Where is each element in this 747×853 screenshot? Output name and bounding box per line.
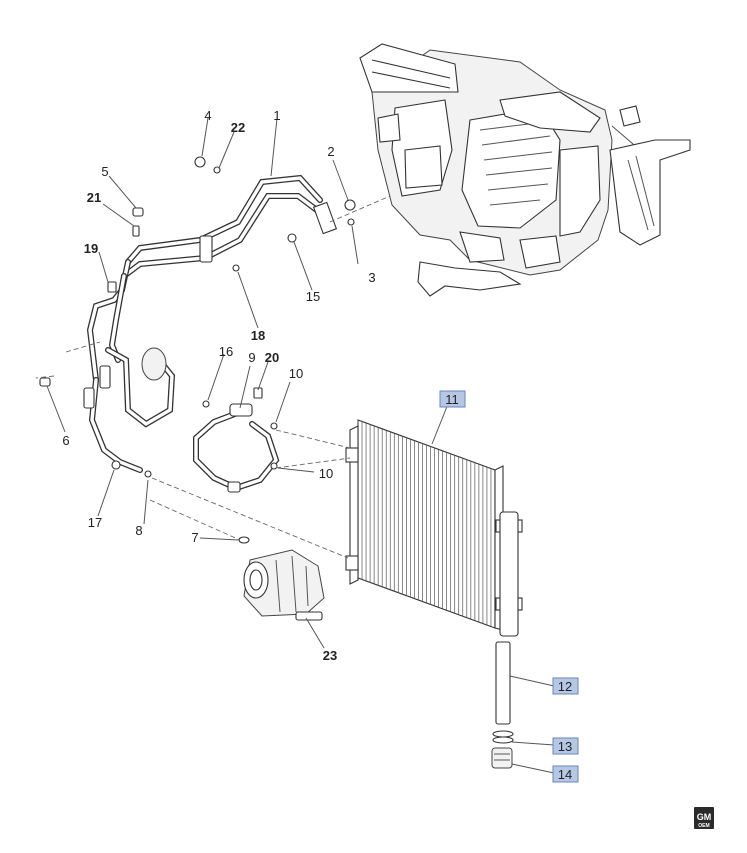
cap-5	[132, 207, 144, 217]
callout-11[interactable]: 11	[445, 392, 459, 407]
callout-labels: 1 2 3 4 5 6 7 8 9 10 10 11 12 13 14 15 1…	[62, 108, 572, 782]
small-parts	[39, 156, 356, 544]
callout-12[interactable]: 12	[558, 679, 572, 694]
callout-17[interactable]: 17	[88, 515, 102, 530]
switch-6	[39, 377, 51, 387]
callout-1[interactable]: 1	[273, 108, 280, 123]
callout-4[interactable]: 4	[204, 108, 211, 123]
callout-10-upper[interactable]: 10	[289, 366, 303, 381]
nut-4	[194, 156, 206, 168]
leader-lines	[46, 117, 555, 774]
alignment-lines	[35, 195, 391, 559]
callout-14[interactable]: 14	[558, 767, 572, 782]
valve-21	[132, 225, 140, 237]
condenser	[345, 419, 523, 637]
callout-3[interactable]: 3	[368, 270, 375, 285]
callout-18[interactable]: 18	[251, 328, 265, 343]
logo-text-top: GM	[697, 812, 712, 822]
lower-refrigerant-lines	[83, 347, 176, 473]
seal-8	[144, 470, 152, 478]
o-ring-10a	[270, 422, 278, 430]
callout-23[interactable]: 23	[323, 648, 337, 663]
callout-20[interactable]: 20	[265, 350, 279, 365]
callout-22[interactable]: 22	[231, 120, 245, 135]
callout-19[interactable]: 19	[84, 241, 98, 256]
seal-3	[347, 218, 355, 226]
callout-15[interactable]: 15	[306, 289, 320, 304]
bolt-20	[253, 387, 263, 399]
callout-16[interactable]: 16	[219, 344, 233, 359]
hvac-module	[359, 43, 691, 297]
washer-22	[213, 166, 221, 174]
logo-text-bottom: OEM	[698, 823, 709, 829]
callout-7[interactable]: 7	[191, 530, 198, 545]
receiver-dryer	[491, 641, 514, 769]
callout-2[interactable]: 2	[327, 144, 334, 159]
seal-16	[202, 400, 210, 408]
highlight-14	[552, 765, 579, 783]
highlight-13	[552, 737, 579, 755]
o-ring-10b	[270, 462, 278, 470]
callout-6[interactable]: 6	[62, 433, 69, 448]
bolt-19	[107, 281, 117, 293]
discharge-hose	[193, 403, 280, 493]
upper-refrigerant-lines	[86, 174, 338, 383]
compressor	[243, 549, 325, 621]
bolt-18	[232, 264, 240, 272]
nut-15	[287, 233, 297, 243]
callout-21[interactable]: 21	[87, 190, 101, 205]
o-ring-2	[344, 199, 356, 211]
callout-8[interactable]: 8	[135, 523, 142, 538]
o-ring-7	[238, 536, 250, 544]
callout-10-lower[interactable]: 10	[319, 466, 333, 481]
bolt-17	[111, 460, 121, 470]
callout-9[interactable]: 9	[248, 350, 255, 365]
callout-5[interactable]: 5	[101, 164, 108, 179]
highlight-11	[439, 390, 466, 408]
gm-oem-logo: GM OEM	[694, 807, 714, 829]
callout-highlights	[439, 390, 579, 783]
callout-13[interactable]: 13	[558, 739, 572, 754]
highlight-12	[552, 677, 579, 695]
